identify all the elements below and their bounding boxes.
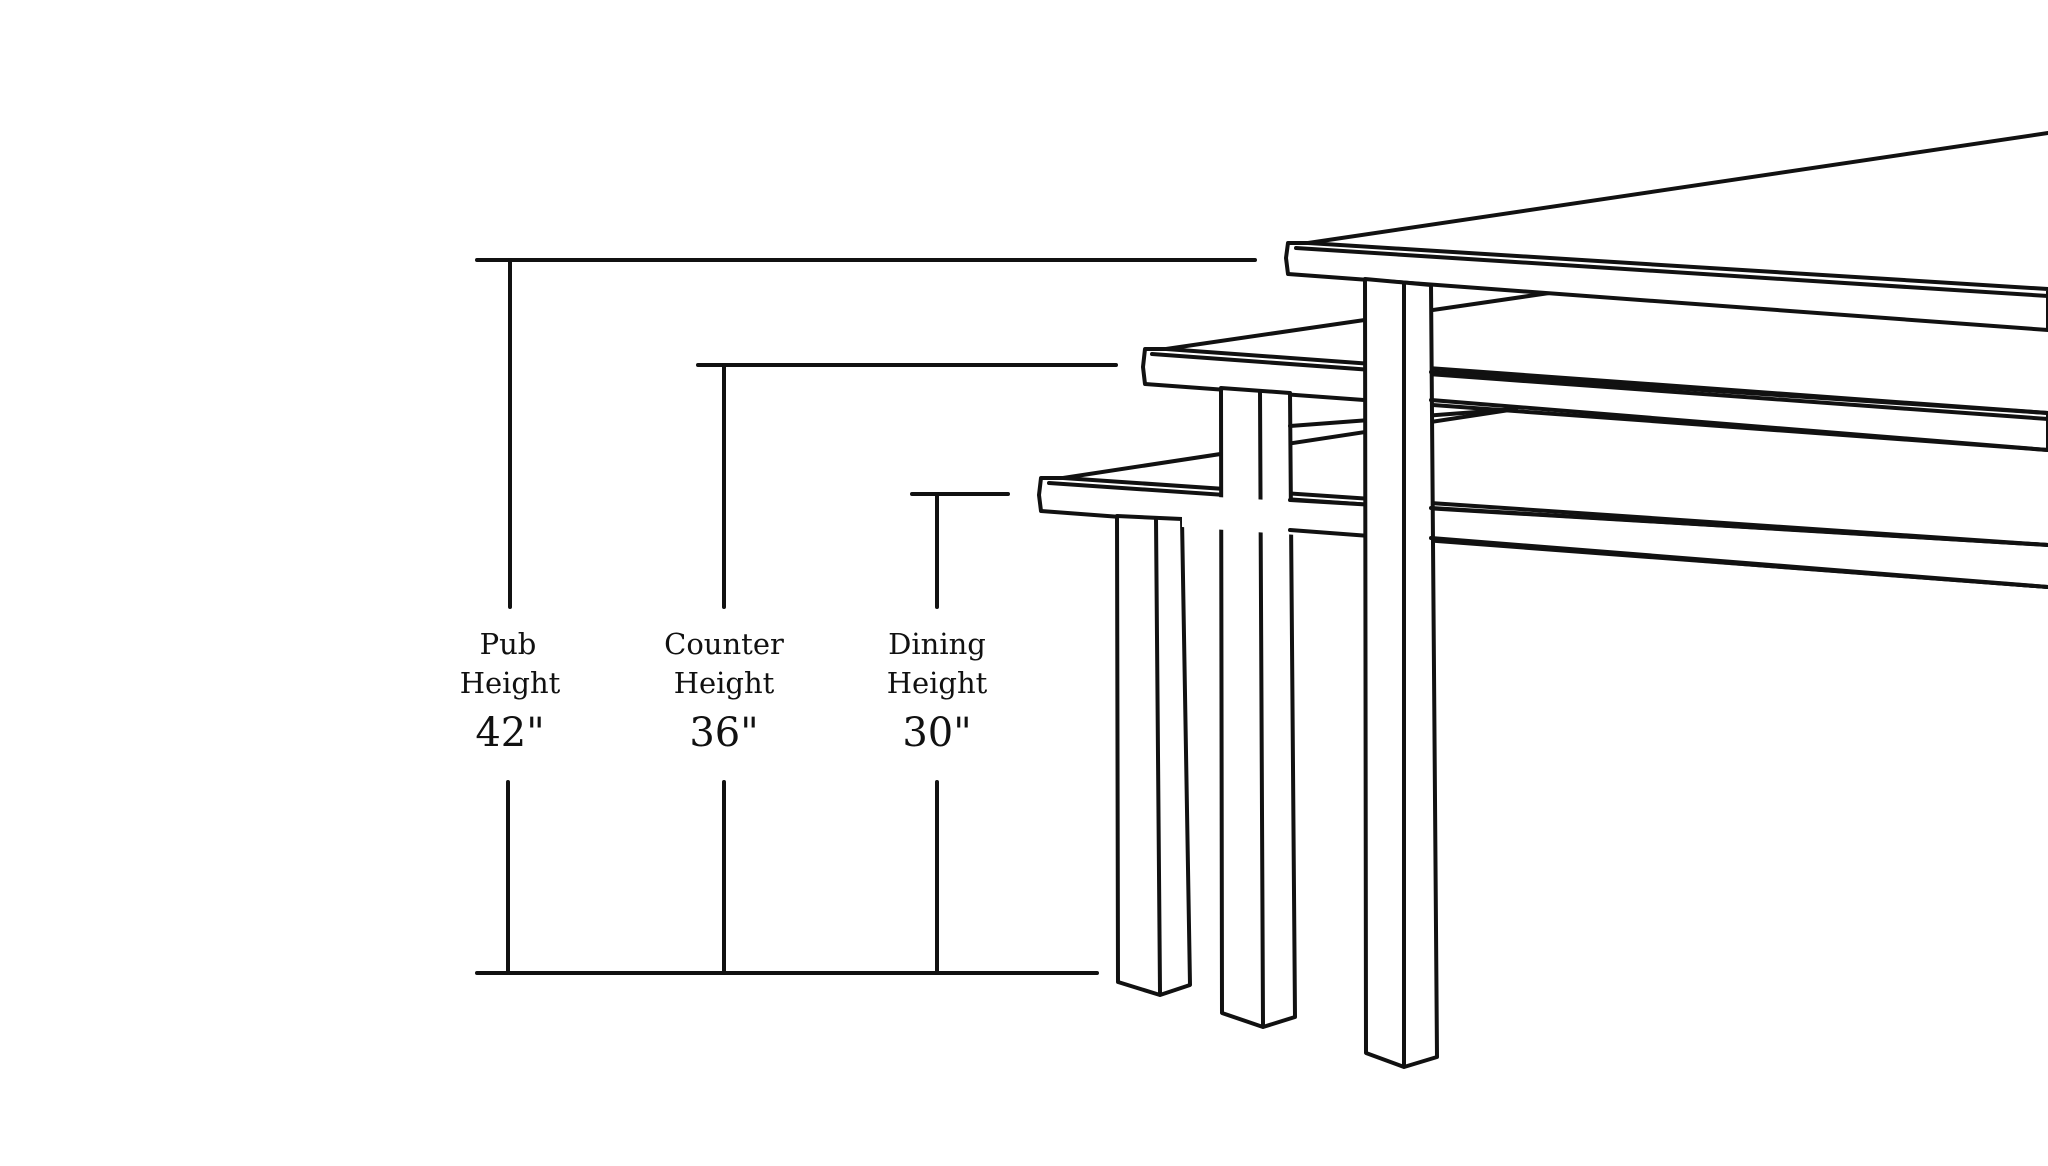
pub-table-far-edge [1306, 131, 2048, 245]
dining-table-top-overlap [1182, 495, 2048, 587]
pub-table-top [1284, 241, 2048, 332]
dining-height-value: 30" [902, 710, 971, 756]
counter-table-leg [1219, 386, 1297, 1029]
counter-height-label: Counter Height 36" [664, 627, 784, 756]
counter-table-leg-edge [1258, 389, 1265, 1026]
pub-table-leg [1363, 277, 1439, 1069]
counter-label-line2: Height [674, 666, 775, 700]
dining-label-line2: Height [887, 666, 988, 700]
counter-height-value: 36" [689, 710, 758, 756]
dining-table-leg-edge [1154, 517, 1162, 994]
dining-table-leg [1115, 514, 1192, 997]
counter-top-edge-right-1 [1429, 370, 2048, 415]
pub-label-line1: Pub [480, 627, 537, 661]
dining-height-label: Dining Height 30" [887, 627, 988, 756]
pub-label-line2: Height [460, 666, 561, 700]
pub-height-value: 42" [475, 710, 544, 756]
dining-label-line1: Dining [888, 627, 986, 661]
counter-table-top-lip [1150, 352, 2048, 421]
pub-height-label: Pub Height 42" [460, 627, 561, 756]
pub-table [1284, 131, 2048, 1069]
dimension-lines [475, 258, 1257, 975]
dining-top-edge-right-2 [1429, 536, 2048, 589]
counter-table [1141, 289, 2048, 1029]
dining-top-edge-right-1 [1429, 506, 2048, 547]
pub-table-top-lip [1294, 246, 2048, 298]
counter-label-line1: Counter [664, 627, 784, 661]
counter-top-edge-right-2 [1429, 398, 2048, 452]
